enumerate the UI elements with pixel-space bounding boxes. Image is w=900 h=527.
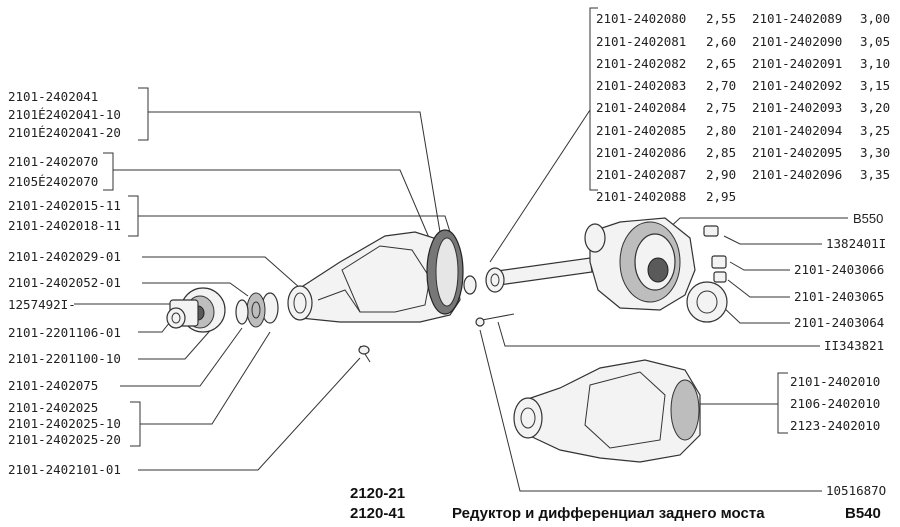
part-label: 2101-2403064 bbox=[794, 315, 884, 330]
shim-size: 3,10 bbox=[860, 56, 890, 71]
part-label: 2101-2402025 bbox=[8, 400, 98, 415]
part-label: 2101-2402025-20 bbox=[8, 432, 121, 447]
right-leaders bbox=[479, 217, 848, 492]
part-label: 2101-2402101-01 bbox=[8, 462, 121, 477]
ref-label: B550 bbox=[853, 211, 883, 226]
part-label: II343821 bbox=[824, 338, 884, 353]
shim-part: 2101-2402091 bbox=[752, 56, 842, 71]
part-label: 1051687O bbox=[826, 483, 886, 498]
shim-table bbox=[489, 7, 598, 263]
part-label: 2101-2402070 bbox=[8, 154, 98, 169]
part-label: 2105É2402070 bbox=[8, 174, 98, 189]
shim-part: 2101-2402087 bbox=[596, 167, 686, 182]
model-number: 2120-41 bbox=[350, 505, 405, 522]
caption: 2120-21 2120-41 Редуктор и дифференциал … bbox=[350, 485, 881, 522]
shim-part: 2101-2402084 bbox=[596, 100, 686, 115]
part-label: 2101-2403066 bbox=[794, 262, 884, 277]
part-label: 2123-2402010 bbox=[790, 418, 880, 433]
part-label: 2101-2402052-01 bbox=[8, 275, 121, 290]
shim-size: 2,85 bbox=[706, 145, 736, 160]
shim-size: 2,80 bbox=[706, 123, 736, 138]
diagram-title: Редуктор и дифференциал заднего моста bbox=[452, 505, 765, 522]
small-parts bbox=[358, 225, 728, 363]
shim-part: 2101-2402082 bbox=[596, 56, 686, 71]
part-label: 2101-2402075 bbox=[8, 378, 98, 393]
leader-shims bbox=[489, 109, 591, 263]
pinion-flange bbox=[166, 287, 226, 333]
gearbox-housing bbox=[287, 231, 461, 323]
shim-table-bracket bbox=[589, 7, 598, 191]
shim-size: 3,35 bbox=[860, 167, 890, 182]
assembled-gearbox bbox=[513, 359, 701, 463]
shim-size: 2,65 bbox=[706, 56, 736, 71]
shim-size: 3,05 bbox=[860, 34, 890, 49]
shim-part: 2101-2402089 bbox=[752, 11, 842, 26]
model-number: 2120-21 bbox=[350, 485, 405, 502]
left-label-text: 2101-2402041 2101É2402041-10 2101É240204… bbox=[8, 89, 121, 477]
shim-part: 2101-2402086 bbox=[596, 145, 686, 160]
shim-size: 2,55 bbox=[706, 11, 736, 26]
shim-size: 2,60 bbox=[706, 34, 736, 49]
differential-case bbox=[584, 217, 696, 311]
part-label: 2101-2403065 bbox=[794, 289, 884, 304]
shim-table-text: 2101-2402080 2,55 2101-2402081 2,60 2101… bbox=[596, 11, 890, 204]
shim-size: 2,70 bbox=[706, 78, 736, 93]
part-label: 2101-2402010 bbox=[790, 374, 880, 389]
part-label: 2101-2201106-01 bbox=[8, 325, 121, 340]
part-label: 1382401I bbox=[826, 236, 886, 251]
part-label: 2101-2402015-11 bbox=[8, 198, 121, 213]
right-label-text: B550 1382401I 2101-2403066 2101-2403065 … bbox=[790, 211, 886, 498]
shim-part: 2101-2402093 bbox=[752, 100, 842, 115]
ring-gear bbox=[426, 229, 464, 315]
shim-part: 2101-2402081 bbox=[596, 34, 686, 49]
shim-size: 3,15 bbox=[860, 78, 890, 93]
shim-part: 2101-2402085 bbox=[596, 123, 686, 138]
shim-size: 3,20 bbox=[860, 100, 890, 115]
shim-size: 2,90 bbox=[706, 167, 736, 182]
shim-part: 2101-2402083 bbox=[596, 78, 686, 93]
spacer-rings bbox=[235, 292, 279, 328]
shim-part: 2101-2402088 bbox=[596, 189, 686, 204]
part-label: 2101-2402025-10 bbox=[8, 416, 121, 431]
left-leaders bbox=[74, 87, 456, 471]
shim-size: 3,30 bbox=[860, 145, 890, 160]
drive-shaft bbox=[463, 257, 593, 295]
shim-part: 2101-2402095 bbox=[752, 145, 842, 160]
part-label: 2101-2402018-11 bbox=[8, 218, 121, 233]
shim-size: 3,00 bbox=[860, 11, 890, 26]
part-label: 2106-2402010 bbox=[790, 396, 880, 411]
shim-part: 2101-2402096 bbox=[752, 167, 842, 182]
shim-part: 2101-2402094 bbox=[752, 123, 842, 138]
shim-part: 2101-2402080 bbox=[596, 11, 686, 26]
part-label: 2101-2402029-01 bbox=[8, 249, 121, 264]
shim-part: 2101-2402090 bbox=[752, 34, 842, 49]
diagram-code: B540 bbox=[845, 505, 881, 522]
part-label: 1257492I- bbox=[8, 297, 76, 312]
shim-part: 2101-2402092 bbox=[752, 78, 842, 93]
shim-size: 3,25 bbox=[860, 123, 890, 138]
shim-size: 2,75 bbox=[706, 100, 736, 115]
shim-size: 2,95 bbox=[706, 189, 736, 204]
part-label: 2101É2402041-10 bbox=[8, 107, 121, 122]
part-label: 2101-2201100-10 bbox=[8, 351, 121, 366]
part-label: 2101É2402041-20 bbox=[8, 125, 121, 140]
part-label: 2101-2402041 bbox=[8, 89, 98, 104]
